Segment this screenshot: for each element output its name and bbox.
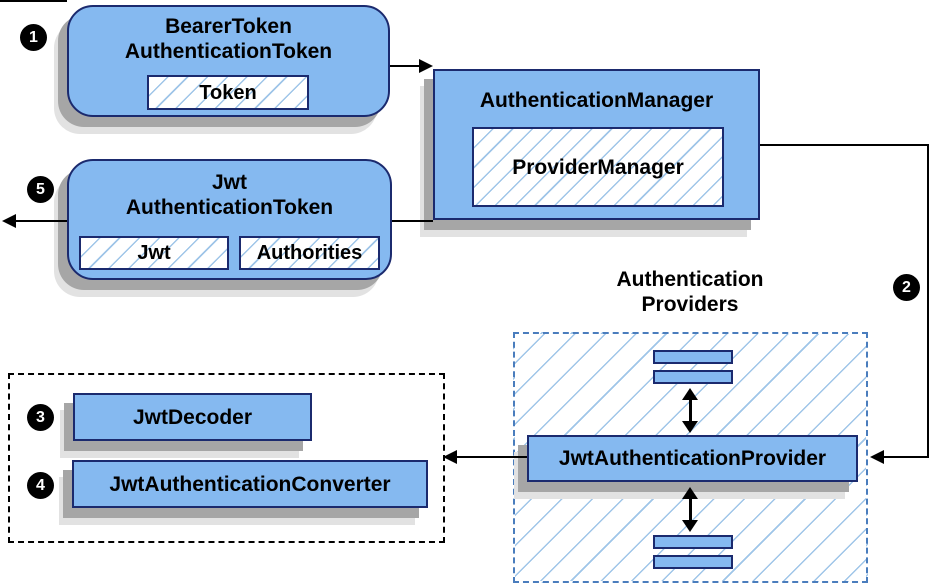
jwt-authentication-converter-node: JwtAuthenticationConverter [72,460,428,508]
step-4-badge: 4 [27,472,54,499]
jwt-token-title-line1: Jwt [211,171,247,194]
bidirectional-arrow-bottom-icon [682,487,698,532]
jwt-field: Jwt [79,236,229,270]
flow-line-token-to-manager [390,65,419,67]
step-2-badge: 2 [893,274,920,301]
provider-list-bar-top-1 [653,350,733,364]
jwt-decoder-node: JwtDecoder [73,393,312,441]
jwt-authentication-converter-label: JwtAuthenticationConverter [109,472,391,496]
arrowhead-left-decoder-icon [443,450,457,464]
jwt-field-label: Jwt [137,242,171,264]
step-5-number: 5 [36,180,45,198]
bearer-token-title-line2: AuthenticationToken [124,40,333,63]
jwt-authentication-token-node: Jwt AuthenticationToken Jwt Authorities [67,159,392,280]
flow-line-into-provider [884,456,929,458]
authorities-field-label: Authorities [256,242,363,264]
arrowhead-left-icon [870,450,884,464]
authentication-manager-title: AuthenticationManager [479,89,714,112]
provider-manager-label: ProviderManager [512,155,684,179]
authentication-manager-node: AuthenticationManager ProviderManager [433,69,760,220]
jwt-token-node-title: Jwt AuthenticationToken [69,161,390,220]
jwt-authentication-provider-label: JwtAuthenticationProvider [558,447,827,470]
bearer-token-title-line1: BearerToken [165,15,292,38]
arrowhead-left-out-icon [2,214,16,228]
token-field: Token [147,75,309,110]
bearer-token-authentication-token-node: BearerToken AuthenticationToken Token [67,5,390,117]
provider-list-bar-top-2 [653,370,733,384]
flow-line-manager-right [760,144,929,146]
provider-list-bar-bottom-2 [653,555,733,569]
outgoing-response-line [15,220,67,222]
authorities-field: Authorities [239,236,380,270]
provider-list-bar-bottom-1 [653,535,733,549]
authentication-providers-label: Authentication Providers [555,267,825,317]
provider-manager-field: ProviderManager [472,127,724,207]
decoder-converter-group [8,373,445,543]
jwt-token-title-line2: AuthenticationToken [125,196,334,219]
jwt-decoder-label: JwtDecoder [132,405,253,429]
token-field-label: Token [199,81,257,104]
jwt-authentication-provider-node: JwtAuthenticationProvider [527,435,858,482]
flow-line-provider-to-decoder [456,456,527,458]
step-3-badge: 3 [27,404,54,431]
step-3-number: 3 [36,408,45,426]
flow-line-manager-to-jwt-token [392,220,433,222]
step-4-number: 4 [36,476,45,494]
step-1-number: 1 [29,28,38,46]
authentication-providers-group: JwtAuthenticationProvider [513,332,868,583]
step-1-badge: 1 [20,24,47,51]
bidirectional-arrow-top-icon [682,388,698,433]
step-5-badge: 5 [27,176,54,203]
providers-label-line1: Authentication [616,268,764,291]
bearer-token-node-title: BearerToken AuthenticationToken [69,7,388,64]
incoming-request-line [0,0,67,2]
providers-label-line2: Providers [641,293,739,316]
arrowhead-right-icon [419,59,433,73]
flow-line-right-down [927,144,929,458]
step-2-number: 2 [902,278,911,296]
